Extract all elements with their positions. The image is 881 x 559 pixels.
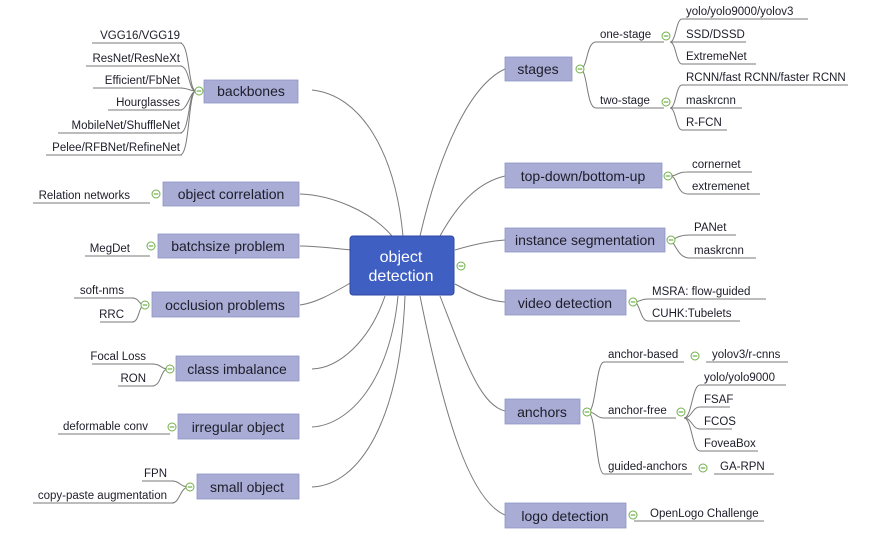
leaf-label[interactable]: PANet: [694, 222, 727, 234]
branch-label: top-down/bottom-up: [521, 168, 646, 184]
branch-instance-segmentation[interactable]: instance segmentation: [504, 227, 666, 253]
branch-label: video detection: [518, 295, 612, 311]
left-leaves: VGG16/VGG19 ResNet/ResNeXt Efficient/FbN…: [38, 30, 181, 502]
leaf-label[interactable]: Relation networks: [39, 190, 131, 202]
collapse-icon[interactable]: [582, 407, 592, 417]
branch-label: small object: [210, 479, 284, 495]
collapse-icon[interactable]: [661, 31, 671, 41]
collapse-icon[interactable]: [146, 241, 156, 251]
right-leaf-connectors: [579, 18, 848, 522]
branch-occlusion-problems[interactable]: occlusion problems: [151, 291, 300, 318]
branch-label: stages: [517, 61, 558, 77]
leaf-label[interactable]: Focal Loss: [90, 351, 146, 363]
leaf-label[interactable]: FPN: [144, 468, 167, 480]
branch-label: batchsize problem: [171, 238, 285, 254]
branch-label: object correlation: [178, 186, 285, 202]
branch-backbones[interactable]: backbones: [203, 79, 299, 104]
leaf-label[interactable]: FoveaBox: [704, 438, 756, 450]
branch-stages[interactable]: stages: [504, 56, 573, 82]
leaf-label[interactable]: FCOS: [704, 416, 736, 428]
center-node[interactable]: object detection: [349, 235, 455, 296]
center-title-line2: detection: [369, 268, 434, 285]
branch-label: backbones: [217, 83, 285, 99]
left-leaf-connectors: [33, 42, 197, 504]
collapse-icon[interactable]: [140, 300, 150, 310]
right-branch-boxes: stages top-down/bottom-up instance segme…: [504, 56, 666, 529]
branch-batchsize-problem[interactable]: batchsize problem: [157, 233, 300, 259]
branch-anchors[interactable]: anchors: [504, 398, 581, 425]
leaf-label[interactable]: Pelee/RFBNet/RefineNet: [52, 142, 181, 154]
branch-video-detection[interactable]: video detection: [504, 289, 627, 316]
leaf-label[interactable]: ExtremeNet: [686, 51, 748, 63]
branch-label: class imbalance: [187, 361, 287, 377]
left-branch-boxes: backbones object correlation batchsize p…: [151, 79, 300, 500]
branch-label: occlusion problems: [165, 297, 285, 313]
leaf-label[interactable]: ResNet/ResNeXt: [92, 53, 180, 65]
branch-top-down-bottom-up[interactable]: top-down/bottom-up: [504, 162, 663, 189]
leaf-label[interactable]: FSAF: [704, 394, 733, 406]
leaf-label[interactable]: deformable conv: [63, 421, 148, 433]
leaf-label[interactable]: RCNN/fast RCNN/faster RCNN: [686, 72, 846, 84]
leaf-label[interactable]: extremenet: [692, 181, 750, 193]
branch-logo-detection[interactable]: logo detection: [504, 502, 627, 529]
branch-small-object[interactable]: small object: [196, 473, 300, 500]
right-leaves: one-stage two-stage yolo/yolo9000/yolov3…: [600, 6, 846, 520]
branch-label: logo detection: [521, 508, 608, 524]
collapse-icon[interactable]: [151, 189, 161, 199]
leaf-label[interactable]: GA-RPN: [720, 461, 765, 473]
leaf-label[interactable]: Hourglasses: [116, 97, 180, 109]
sub-branch-label[interactable]: two-stage: [600, 95, 650, 107]
leaf-label[interactable]: yolov3/r-cnns: [712, 349, 781, 361]
sub-branch-label[interactable]: anchor-free: [608, 405, 667, 417]
leaf-label[interactable]: MegDet: [90, 243, 131, 255]
leaf-label[interactable]: RRC: [99, 309, 124, 321]
leaf-label[interactable]: CUHK:Tubelets: [652, 308, 732, 320]
leaf-label[interactable]: yolo/yolo9000/yolov3: [686, 6, 793, 18]
collapse-icon[interactable]: [676, 407, 686, 417]
leaf-label[interactable]: maskrcnn: [686, 95, 736, 107]
branch-label: irregular object: [192, 419, 285, 435]
collapse-icon[interactable]: [661, 97, 671, 107]
collapse-icon[interactable]: [628, 297, 638, 307]
collapse-icon[interactable]: [666, 235, 676, 245]
leaf-label[interactable]: copy-paste augmentation: [38, 490, 167, 502]
collapse-icon[interactable]: [194, 86, 204, 96]
branch-label: instance segmentation: [515, 232, 655, 248]
leaf-label[interactable]: VGG16/VGG19: [100, 30, 180, 42]
branch-class-imbalance[interactable]: class imbalance: [175, 355, 300, 382]
sub-branch-label[interactable]: guided-anchors: [608, 461, 688, 473]
branch-irregular-object[interactable]: irregular object: [177, 413, 300, 440]
collapse-icon[interactable]: [690, 351, 700, 361]
sub-branch-label[interactable]: one-stage: [600, 29, 651, 41]
collapse-icon[interactable]: [698, 463, 708, 473]
collapse-icon[interactable]: [628, 510, 638, 520]
leaf-label[interactable]: RON: [120, 373, 146, 385]
center-connectors: [299, 68, 506, 516]
collapse-icon[interactable]: [456, 261, 466, 271]
leaf-label[interactable]: soft-nms: [80, 285, 124, 297]
collapse-toggles: [140, 31, 708, 520]
leaf-label[interactable]: cornernet: [692, 159, 741, 171]
collapse-icon[interactable]: [663, 171, 673, 181]
leaf-label[interactable]: yolo/yolo9000: [704, 372, 775, 384]
leaf-label[interactable]: SSD/DSSD: [686, 29, 745, 41]
leaf-label[interactable]: OpenLogo Challenge: [650, 508, 759, 520]
collapse-icon[interactable]: [165, 364, 175, 374]
collapse-icon[interactable]: [575, 64, 585, 74]
leaf-label[interactable]: MSRA: flow-guided: [652, 286, 750, 298]
leaf-label[interactable]: maskrcnn: [694, 245, 744, 257]
branch-label: anchors: [517, 404, 567, 420]
leaf-label[interactable]: Efficient/FbNet: [105, 75, 181, 87]
center-title-line1: object: [380, 249, 423, 266]
branch-object-correlation[interactable]: object correlation: [162, 181, 300, 207]
leaf-label[interactable]: MobileNet/ShuffleNet: [72, 120, 181, 132]
sub-branch-label[interactable]: anchor-based: [608, 349, 678, 361]
collapse-icon[interactable]: [185, 482, 195, 492]
leaf-label[interactable]: R-FCN: [686, 117, 722, 129]
collapse-icon[interactable]: [167, 422, 177, 432]
